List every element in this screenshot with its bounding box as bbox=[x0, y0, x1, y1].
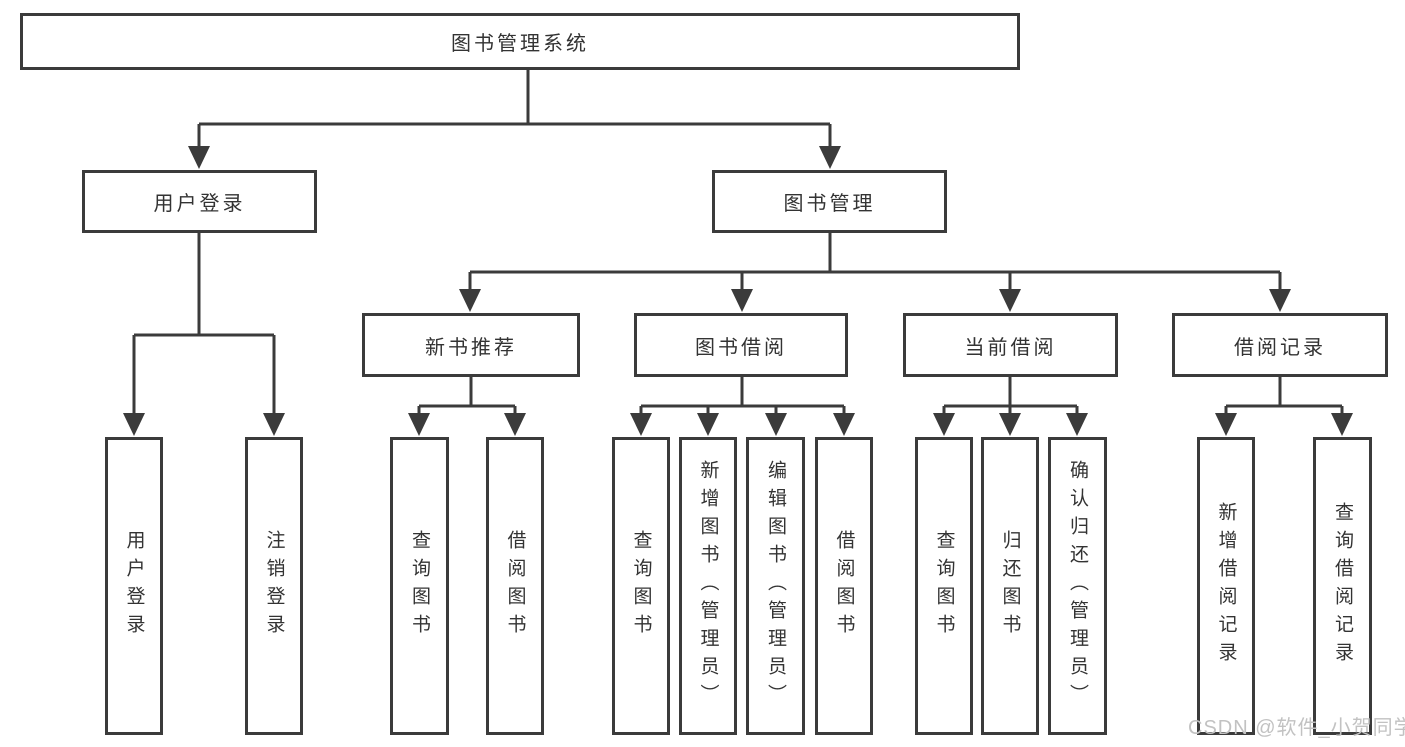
csdn-watermark: CSDN @软件_小贺同学 bbox=[1188, 717, 1405, 739]
leaf-borrow-books-borrowing: 借阅图书 bbox=[815, 437, 873, 735]
node-book-management: 图书管理 bbox=[712, 170, 947, 233]
root-box-library-management-system: 图书管理系统 bbox=[20, 13, 1020, 70]
leaf-add-book-admin: 新增图书（管理员） bbox=[679, 437, 737, 735]
leaf-query-books-recommend: 查询图书 bbox=[390, 437, 449, 735]
leaf-confirm-return-admin: 确认归还（管理员） bbox=[1048, 437, 1107, 735]
leaf-query-borrow-record: 查询借阅记录 bbox=[1313, 437, 1372, 735]
node-book-borrowing: 图书借阅 bbox=[634, 313, 848, 377]
leaf-return-book: 归还图书 bbox=[981, 437, 1039, 735]
leaf-borrow-books-recommend: 借阅图书 bbox=[486, 437, 544, 735]
connector-paths bbox=[132, 70, 1344, 414]
node-user-login: 用户登录 bbox=[82, 170, 317, 233]
leaf-query-books-borrowing: 查询图书 bbox=[612, 437, 670, 735]
arrowheads bbox=[123, 146, 1353, 436]
node-borrowing-records: 借阅记录 bbox=[1172, 313, 1388, 377]
leaf-query-books-current: 查询图书 bbox=[915, 437, 973, 735]
node-new-book-recommendation: 新书推荐 bbox=[362, 313, 580, 377]
leaf-logout: 注销登录 bbox=[245, 437, 303, 735]
leaf-edit-book-admin: 编辑图书（管理员） bbox=[746, 437, 805, 735]
leaf-add-borrow-record: 新增借阅记录 bbox=[1197, 437, 1255, 735]
leaf-user-login: 用户登录 bbox=[105, 437, 163, 735]
node-current-borrowing: 当前借阅 bbox=[903, 313, 1118, 377]
